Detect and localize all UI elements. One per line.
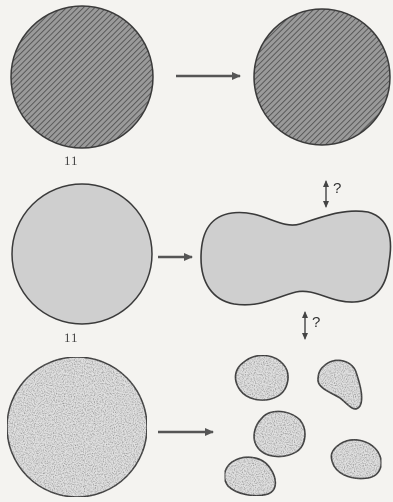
fragment-4 xyxy=(331,440,381,479)
fragment-3 xyxy=(254,411,305,456)
q-upper-label: ? xyxy=(333,180,341,197)
row2-label: 11 xyxy=(64,330,79,346)
row3-left-circle xyxy=(7,357,147,497)
row2-elongated-shape xyxy=(201,211,391,305)
row1-label: 11 xyxy=(64,153,79,169)
fragment-2 xyxy=(318,360,362,409)
fragment-5 xyxy=(225,457,276,495)
row1-right-circle xyxy=(254,9,390,145)
fragment-1 xyxy=(235,355,288,400)
row2-left-circle xyxy=(12,184,152,324)
row1-left-circle xyxy=(11,6,153,148)
fragments xyxy=(225,355,382,495)
q-lower-label: ? xyxy=(312,314,320,331)
